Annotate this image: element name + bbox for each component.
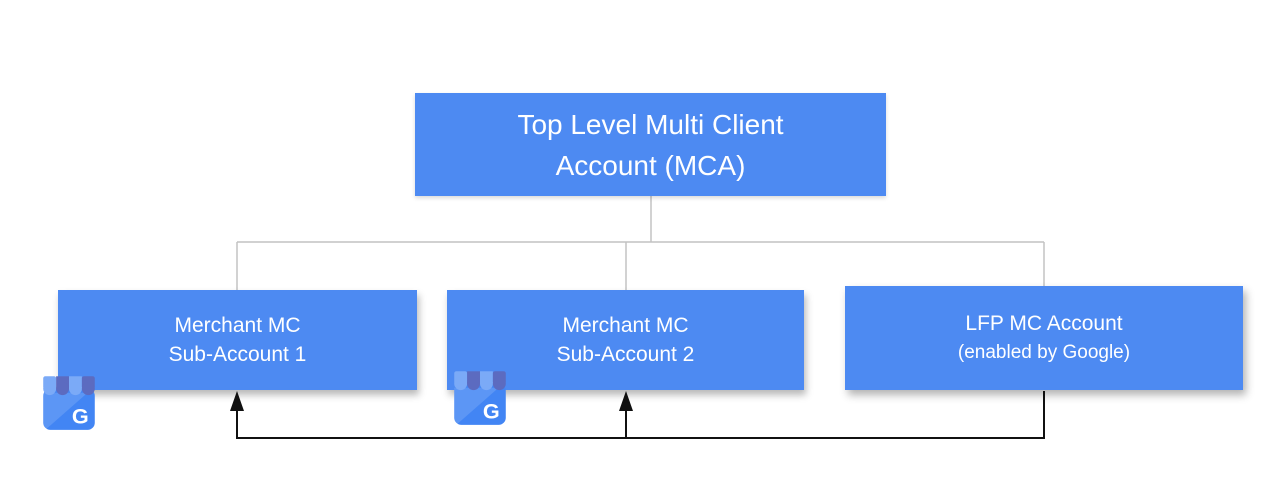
node-label-line2: (enabled by Google): [957, 342, 1131, 363]
storefront-awning: [43, 376, 95, 396]
storefront-fold-highlight: [454, 387, 499, 425]
node-label-line1: Top Level Multi Client: [517, 108, 784, 140]
flow-arrow-heads: [230, 391, 633, 411]
arrowhead-up-sub1-icon: [230, 391, 244, 411]
node-label-line1: LFP MC Account: [965, 312, 1123, 335]
node-label-line1: Merchant MC: [562, 314, 689, 337]
node-label-line2: Account (MCA): [555, 149, 746, 181]
node-merchant-sub-account-2: Merchant MC Sub-Account 2: [447, 290, 804, 390]
storefront-body: [454, 383, 506, 425]
icon-g-letter: G: [72, 404, 89, 429]
node-top-level-mca: Top Level Multi Client Account (MCA): [415, 93, 886, 196]
flow-arrow-lines: [236, 391, 1045, 439]
arrowhead-up-sub2-icon: [619, 391, 633, 411]
storefront-awning: [454, 371, 506, 391]
node-label-line2: Sub-Account 1: [168, 343, 307, 366]
storefront-body: [43, 388, 95, 430]
node-label-line1: Merchant MC: [174, 314, 301, 337]
google-my-business-icon: G: [43, 376, 95, 430]
storefront-fold-highlight: [43, 392, 88, 430]
node-merchant-sub-account-1: Merchant MC Sub-Account 1: [58, 290, 417, 390]
node-label-line2: Sub-Account 2: [556, 343, 695, 366]
tree-connector-lines: [236, 196, 1045, 290]
google-my-business-icon: G: [454, 371, 506, 425]
node-lfp-mc-account: LFP MC Account (enabled by Google): [845, 286, 1243, 390]
flow-line-main: [236, 391, 1045, 439]
icon-g-letter: G: [483, 399, 500, 424]
